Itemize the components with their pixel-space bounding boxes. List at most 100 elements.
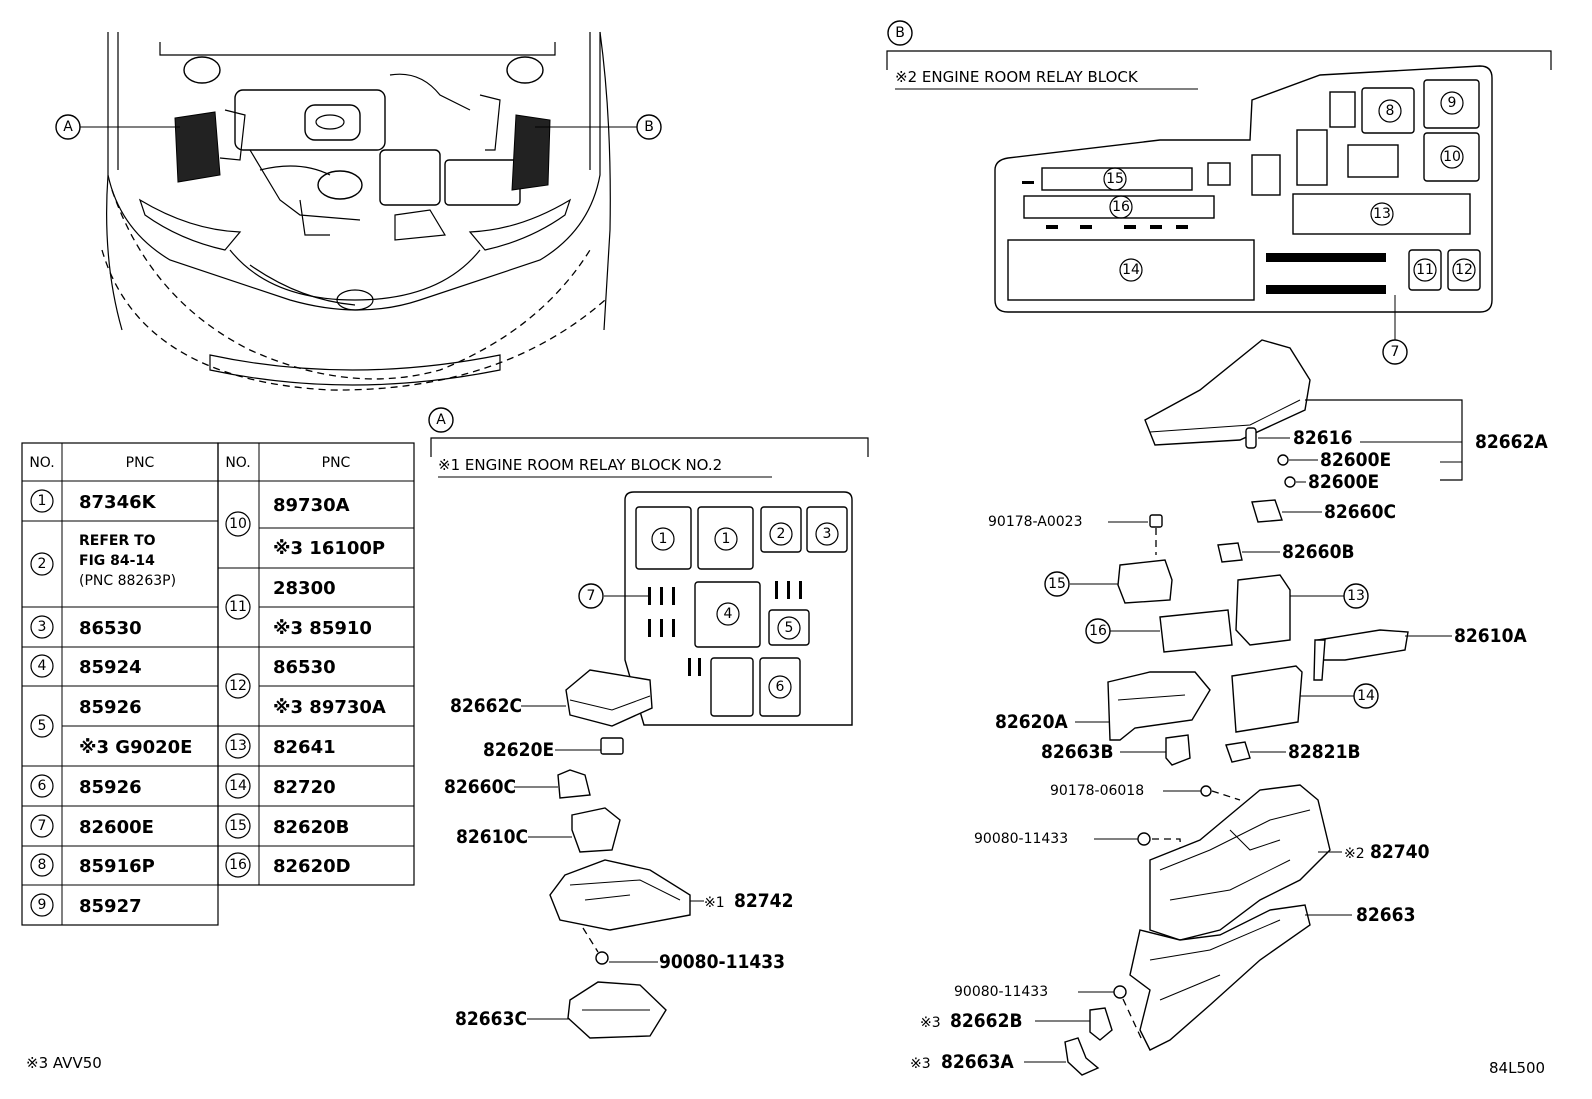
pnc-cell: 86530 xyxy=(273,657,336,678)
table-header-pnc-right: PNC xyxy=(322,455,351,471)
part-82660c-a-label: 82660C xyxy=(444,776,516,798)
slot-1b: 1 xyxy=(722,531,731,547)
part-82742-label: 82742 xyxy=(734,890,793,912)
pnc-cell: REFER TO xyxy=(79,533,156,549)
pnc-cell: (PNC 88263P) xyxy=(79,573,176,589)
table-right-pnc: 89730A ※3 16100P 28300 ※3 85910 86530 ※3… xyxy=(273,495,386,877)
pnc-cell: 87346K xyxy=(79,492,157,513)
part-82663c-label: 82663C xyxy=(455,1008,527,1030)
table-left-pnc: 87346K REFER TO FIG 84-14 (PNC 88263P) 8… xyxy=(79,492,192,917)
section-b-callout: B xyxy=(895,25,905,41)
slot-8: 8 xyxy=(1386,103,1395,119)
table-header-pnc-left: PNC xyxy=(126,455,155,471)
row-no: 9 xyxy=(38,897,47,913)
row-no: 1 xyxy=(38,493,47,509)
pnc-cell: 89730A xyxy=(273,495,350,516)
slot-1a: 1 xyxy=(659,531,668,547)
part-82740-label: 82740 xyxy=(1370,841,1430,863)
figure-code: 84L500 xyxy=(1489,1059,1545,1077)
part-82610c-label: 82610C xyxy=(456,826,528,848)
pnc-cell: 85916P xyxy=(79,856,155,877)
row-no: 8 xyxy=(38,857,47,873)
table-right-numbers: 10 11 12 13 14 15 16 xyxy=(225,511,251,878)
part-15-callout: 15 xyxy=(1048,576,1066,592)
pnc-cell: FIG 84-14 xyxy=(79,553,155,569)
part-82620e-label: 82620E xyxy=(483,739,554,761)
part-82660b-label: 82660B xyxy=(1282,541,1355,563)
fuse-bars-a xyxy=(648,581,802,676)
part-90080-11433-a-label: 90080-11433 xyxy=(659,951,785,973)
table-left-numbers: 1 2 3 4 5 6 7 8 9 xyxy=(30,489,54,917)
table-header-no-right: NO. xyxy=(225,455,250,471)
pnc-cell: 86530 xyxy=(79,618,142,639)
part-16-callout: 16 xyxy=(1089,623,1107,639)
part-82600e-2-label: 82600E xyxy=(1308,471,1379,493)
slot-15: 15 xyxy=(1106,171,1124,187)
part-82620a-label: 82620A xyxy=(995,711,1068,733)
part-82662b-label: 82662B xyxy=(950,1010,1023,1032)
fuse-bars-b xyxy=(1022,181,1386,294)
slot-2: 2 xyxy=(777,526,786,542)
pnc-cell: ※3 16100P xyxy=(273,538,385,559)
part-82663a-label: 82663A xyxy=(941,1051,1014,1073)
part-82740-prefix: ※2 xyxy=(1344,846,1365,862)
row-no: 11 xyxy=(229,599,247,615)
slot-9: 9 xyxy=(1448,95,1457,111)
pnc-cell: 85926 xyxy=(79,697,142,718)
pnc-cell: 82600E xyxy=(79,817,154,838)
slot-14: 14 xyxy=(1122,262,1140,278)
slot-10: 10 xyxy=(1443,149,1461,165)
callout-b-overview: B xyxy=(644,119,654,135)
row-no: 16 xyxy=(229,857,247,873)
section-a-title: ※1 ENGINE ROOM RELAY BLOCK NO.2 xyxy=(438,456,722,474)
section-b: B ※2 ENGINE ROOM RELAY BLOCK 8 9 10 13 1… xyxy=(886,20,1552,1076)
part-90178-06018-label: 90178-06018 xyxy=(1050,783,1144,799)
pnc-cell: 85924 xyxy=(79,657,142,678)
slot-4: 4 xyxy=(724,606,733,622)
part-13-callout: 13 xyxy=(1347,588,1365,604)
row-no: 12 xyxy=(229,678,247,694)
part-82600e-1-label: 82600E xyxy=(1320,449,1391,471)
slot-12: 12 xyxy=(1455,262,1473,278)
part-82660c-b-label: 82660C xyxy=(1324,501,1396,523)
pnc-cell: 85927 xyxy=(79,896,142,917)
slot-11: 11 xyxy=(1416,262,1434,278)
pnc-cell: 82620B xyxy=(273,817,349,838)
part-82663-label: 82663 xyxy=(1356,904,1415,926)
part-82616-label: 82616 xyxy=(1293,427,1352,449)
callout-a-overview: A xyxy=(63,119,73,135)
section-a: A ※1 ENGINE ROOM RELAY BLOCK NO.2 1 1 2 … xyxy=(428,407,869,1039)
part-90080-11433-c-label: 90080-11433 xyxy=(954,984,1048,1000)
slot-7b: 7 xyxy=(1391,344,1400,360)
section-b-title: ※2 ENGINE ROOM RELAY BLOCK xyxy=(895,68,1139,86)
part-82662c-label: 82662C xyxy=(450,695,522,717)
row-no: 6 xyxy=(38,778,47,794)
part-82663a-prefix: ※3 xyxy=(910,1056,931,1072)
row-no: 13 xyxy=(229,738,247,754)
part-82742-prefix: ※1 xyxy=(704,895,725,911)
row-no: 5 xyxy=(38,718,47,734)
part-82662b-prefix: ※3 xyxy=(920,1015,941,1031)
pnc-cell: 85926 xyxy=(79,777,142,798)
slot-16: 16 xyxy=(1112,199,1130,215)
row-no: 3 xyxy=(38,619,47,635)
slot-13: 13 xyxy=(1373,206,1391,222)
part-82663b-label: 82663B xyxy=(1041,741,1114,763)
part-90178-a0023-label: 90178-A0023 xyxy=(988,514,1083,530)
pnc-cell: 82620D xyxy=(273,856,351,877)
pnc-table: NO. PNC NO. PNC 1 2 3 4 5 6 7 xyxy=(21,442,415,926)
pnc-cell: ※3 G9020E xyxy=(79,737,192,758)
row-no: 2 xyxy=(38,556,47,572)
car-engine-bay-illustration: A B xyxy=(55,31,662,391)
part-82610a-label: 82610A xyxy=(1454,625,1527,647)
row-no: 10 xyxy=(229,516,247,532)
row-no: 7 xyxy=(38,818,47,834)
part-14-callout: 14 xyxy=(1357,688,1375,704)
row-no: 14 xyxy=(229,778,247,794)
slot-5: 5 xyxy=(785,620,794,636)
part-90080-11433-b-label: 90080-11433 xyxy=(974,831,1068,847)
slot-6: 6 xyxy=(776,679,785,695)
pnc-cell: 28300 xyxy=(273,578,336,599)
part-82821b-label: 82821B xyxy=(1288,741,1361,763)
